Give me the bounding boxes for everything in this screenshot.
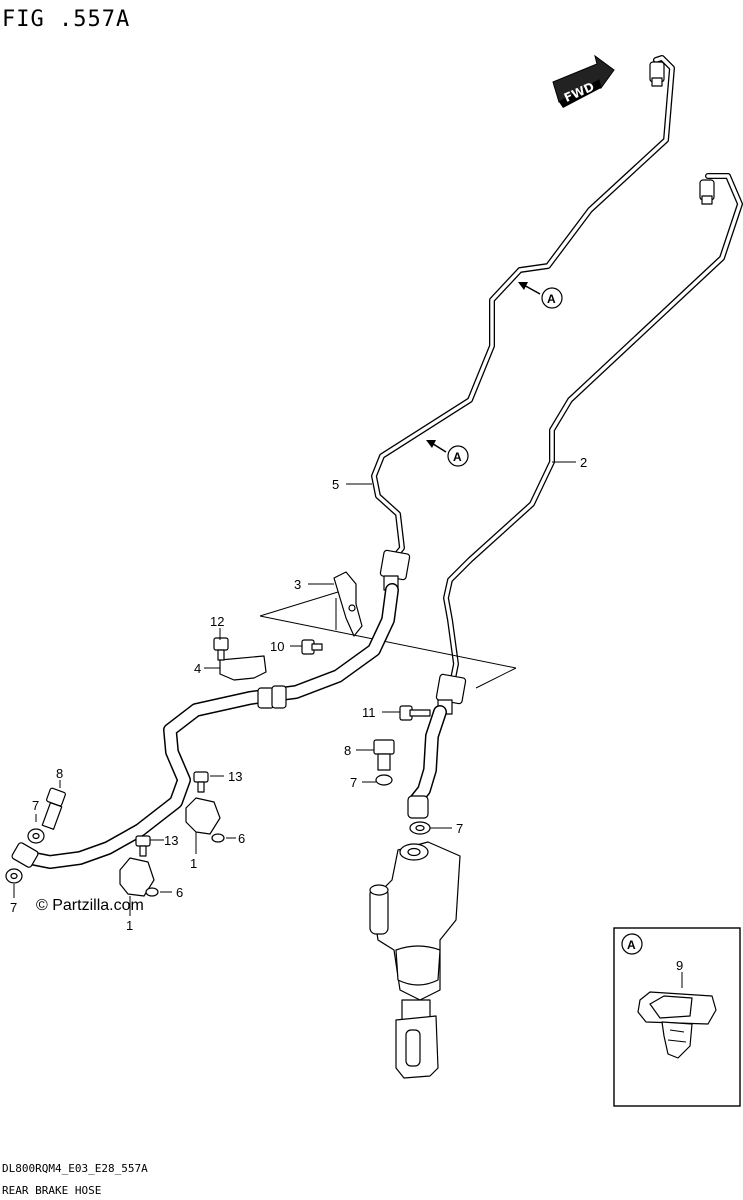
clip-9[interactable] [637, 991, 717, 1059]
callout-1-lower[interactable]: 1 [126, 918, 133, 933]
callout-4[interactable]: 4 [194, 661, 201, 676]
clamp-4[interactable] [219, 655, 267, 681]
callout-9[interactable]: 9 [676, 958, 683, 973]
leader-lines [13, 461, 576, 916]
callout-6-upper[interactable]: 6 [238, 831, 245, 846]
callout-1-upper[interactable]: 1 [190, 856, 197, 871]
master-cylinder[interactable] [369, 841, 461, 1079]
brake-hose-short[interactable] [407, 705, 447, 819]
bolt-11[interactable] [399, 705, 431, 721]
callout-7-left-upper[interactable]: 7 [32, 798, 39, 813]
bolt-12[interactable] [213, 637, 229, 661]
callout-8-right[interactable]: 8 [344, 743, 351, 758]
clamp-1-upper[interactable] [185, 771, 225, 843]
callout-11[interactable]: 11 [362, 705, 376, 720]
watermark: © Partzilla.com [36, 897, 144, 914]
callout-13-upper[interactable]: 13 [228, 769, 242, 784]
washer-7-left-upper[interactable] [27, 828, 45, 844]
brake-hose-long[interactable] [11, 583, 399, 869]
brake-pipe-5[interactable] [371, 55, 675, 563]
detail-marker-upper-label: A [547, 292, 556, 306]
guide-lines [259, 591, 517, 689]
brake-pipe-2[interactable] [443, 173, 743, 687]
washer-7-left-lower[interactable] [5, 868, 23, 884]
callout-8-left[interactable]: 8 [56, 766, 63, 781]
figure-title: FIG .557A [2, 7, 130, 32]
callout-7-left-lower[interactable]: 7 [10, 900, 17, 915]
callout-10[interactable]: 10 [270, 639, 284, 654]
callouts: 2 5 3 12 10 4 11 8 7 7 13 13 6 6 1 1 8 7… [10, 455, 587, 933]
callout-13-lower[interactable]: 13 [164, 833, 178, 848]
bolt-10[interactable] [301, 639, 323, 655]
callout-6-lower[interactable]: 6 [176, 885, 183, 900]
detail-inset-a: A 9 [613, 927, 741, 1107]
callout-12[interactable]: 12 [210, 614, 224, 629]
callout-7-right[interactable]: 7 [350, 775, 357, 790]
footer-code: DL800RQM4_E03_E28_557A [2, 1162, 148, 1175]
callout-5[interactable]: 5 [332, 477, 339, 492]
banjo-bolt-8-left[interactable] [41, 787, 66, 830]
clamp-1-lower[interactable] [119, 835, 159, 897]
bracket-3[interactable] [333, 571, 363, 637]
detail-marker-upper: A [518, 282, 563, 309]
detail-marker-lower-label: A [453, 450, 462, 464]
callout-3[interactable]: 3 [294, 577, 301, 592]
washer-7-lower-right[interactable] [409, 821, 431, 835]
callout-7-lower[interactable]: 7 [456, 821, 463, 836]
callout-2[interactable]: 2 [580, 455, 587, 470]
fwd-arrow-icon: FWD [552, 54, 615, 108]
detail-inset-label: A [627, 938, 636, 952]
footer-name: REAR BRAKE HOSE [2, 1184, 101, 1197]
detail-marker-lower: A [426, 440, 469, 467]
banjo-bolt-8-right[interactable] [373, 739, 395, 786]
